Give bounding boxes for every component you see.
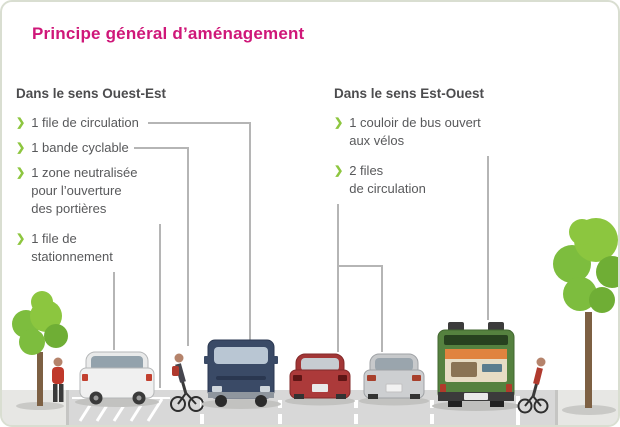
callout-line-circulation: [148, 122, 251, 340]
chevron-bullet-icon: ❯: [16, 117, 26, 129]
list-item-deux-files: ❯ 2 files de circulation: [334, 162, 426, 198]
list-item-label: 1 file de stationnement: [31, 231, 113, 264]
cyclist-right: [517, 357, 549, 414]
callout-line-deux-files-b: [338, 265, 383, 352]
parked-car: [75, 351, 159, 407]
list-item-label: 2 files de circulation: [349, 163, 426, 196]
cyclist-left: [170, 353, 204, 412]
list-item-bande-cyclable: ❯ 1 bande cyclable: [16, 139, 129, 157]
left-tree: [12, 291, 68, 410]
list-item-zone-neutralisee: ❯ 1 zone neutralisée pour l’ouverture de…: [16, 164, 137, 218]
chevron-bullet-icon: ❯: [16, 233, 26, 245]
callout-lines: [113, 122, 489, 388]
right-tree: [553, 218, 618, 415]
chevron-bullet-icon: ❯: [16, 142, 26, 154]
red-car: [285, 353, 355, 406]
pedestrian: [52, 357, 64, 402]
list-item-label: 1 bande cyclable: [31, 140, 129, 155]
callout-line-cyclable: [134, 147, 189, 346]
list-item-label: 1 couloir de bus ouvert aux vélos: [349, 115, 481, 148]
list-item-label: 1 zone neutralisée pour l’ouverture des …: [31, 165, 138, 216]
bus: [432, 322, 520, 411]
list-item-couloir-bus: ❯ 1 couloir de bus ouvert aux vélos: [334, 114, 481, 150]
silver-car: [359, 353, 429, 406]
chevron-bullet-icon: ❯: [334, 117, 344, 129]
van: [201, 339, 281, 409]
list-item-file-stationnement: ❯ 1 file de stationnement: [16, 230, 113, 266]
chevron-bullet-icon: ❯: [334, 165, 344, 177]
page-title: Principe général d’aménagement: [32, 24, 305, 43]
section-heading-east-west: Dans le sens Est-Ouest: [334, 86, 485, 101]
chevron-bullet-icon: ❯: [16, 167, 26, 179]
section-heading-west-east: Dans le sens Ouest-Est: [16, 86, 167, 101]
list-item-file-circulation: ❯ 1 file de circulation: [16, 114, 139, 132]
list-item-label: 1 file de circulation: [31, 115, 139, 130]
